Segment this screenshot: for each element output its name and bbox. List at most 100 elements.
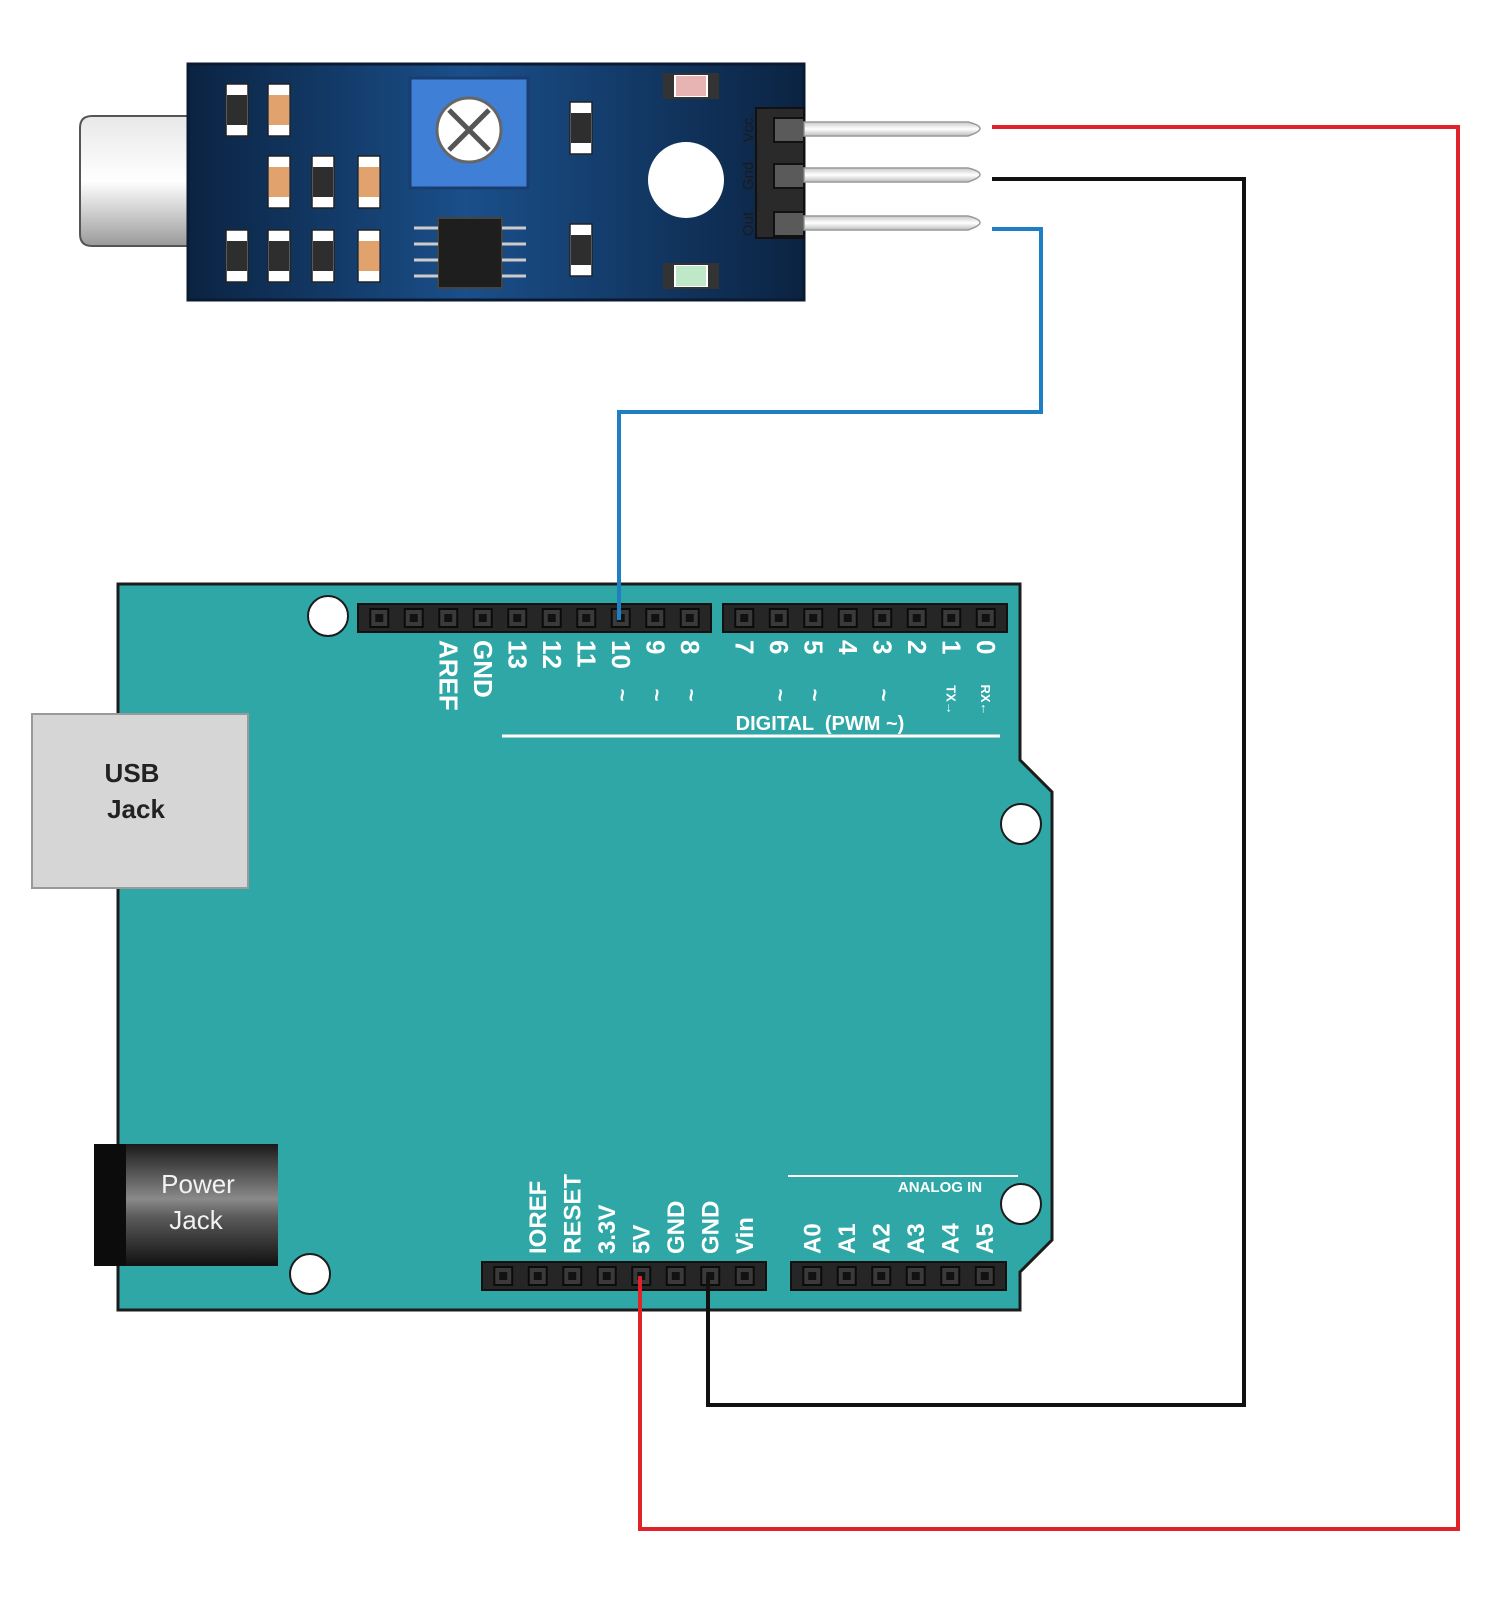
analog-header: [790, 1261, 1007, 1291]
pin-label-13: 13: [502, 640, 532, 669]
socket-hole: [582, 614, 591, 622]
socket-hole: [774, 614, 783, 622]
pwm-mark: ~: [768, 689, 793, 702]
wire-out-to-d10: [617, 227, 1043, 620]
pin-label-a2: A2: [868, 1223, 895, 1254]
socket-hole: [878, 614, 887, 622]
smd-body: [269, 95, 289, 125]
mounting-hole: [1000, 803, 1042, 845]
socket-hole: [375, 614, 384, 622]
smd-body: [359, 167, 379, 197]
header-strip: [481, 1261, 767, 1291]
socket-hole: [513, 614, 522, 622]
analog-caption: ANALOG IN: [898, 1179, 982, 1196]
pin-label-33v: 3.3V: [594, 1205, 621, 1254]
pin-label-d0: 0: [971, 640, 1001, 654]
pwm-mark: ~: [679, 689, 704, 702]
pin-label-a1: A1: [834, 1223, 861, 1254]
power-label-line2: Jack: [169, 1205, 223, 1235]
socket-hole: [877, 1272, 886, 1280]
socket-hole: [671, 1272, 680, 1280]
smd-body: [227, 241, 247, 271]
pwm-mark: ~: [644, 689, 669, 702]
digital-caption: DIGITAL (PWM ~): [736, 713, 905, 735]
pin-label-12: 12: [537, 640, 567, 669]
smd-body: [269, 241, 289, 271]
pin-vcc: [803, 121, 981, 137]
socket-hole: [409, 614, 418, 622]
smd-body: [359, 241, 379, 271]
usb-jack: USB Jack: [31, 713, 249, 889]
wires: [617, 125, 1460, 1531]
pin-label-d3: 3: [867, 640, 897, 654]
led-power: [663, 73, 719, 99]
socket-hole: [685, 614, 694, 622]
digital-header-left: [357, 603, 712, 633]
pin-label-d2: 2: [902, 640, 932, 654]
sensor-label-gnd: Gnd: [740, 162, 757, 190]
mounting-hole: [289, 1253, 331, 1295]
pwm-mark: ~: [802, 689, 827, 702]
socket-hole: [706, 1272, 715, 1280]
sensor-pin-header: Vcc Gnd Out: [740, 107, 981, 239]
socket-hole: [980, 1272, 989, 1280]
pin-label-d1: 1: [936, 640, 966, 654]
ic-chip: [414, 217, 526, 289]
pin-label-d7: 7: [729, 640, 759, 654]
smd-body: [313, 167, 333, 197]
socket-hole: [547, 614, 556, 622]
sensor-mounting-hole: [648, 142, 724, 218]
pin-label-gnd: GND: [697, 1201, 724, 1254]
sensor-label-out: Out: [740, 211, 757, 236]
pin-gnd: [803, 167, 981, 183]
led-signal: [663, 263, 719, 289]
pin-out: [803, 215, 981, 231]
usb-label-line2: Jack: [107, 794, 165, 824]
smd-body: [313, 241, 333, 271]
pin-label-11: 11: [571, 640, 601, 668]
mounting-hole: [307, 595, 349, 637]
power-label-line1: Power: [161, 1169, 235, 1199]
socket-hole: [842, 1272, 851, 1280]
usb-label-line1: USB: [105, 758, 160, 788]
rx-label: RX←: [978, 684, 993, 715]
sound-sensor-module: Vcc Gnd Out: [79, 62, 981, 302]
socket-hole: [651, 614, 660, 622]
smd-body: [571, 235, 591, 265]
header-strip: [722, 603, 1008, 633]
socket-hole: [912, 614, 921, 622]
socket-hole: [568, 1272, 577, 1280]
pin-label-a4: A4: [937, 1223, 964, 1254]
socket-hole: [533, 1272, 542, 1280]
socket-hole: [911, 1272, 920, 1280]
pin-label-a5: A5: [972, 1223, 999, 1254]
smd-body: [571, 113, 591, 143]
socket-hole: [740, 614, 749, 622]
socket-hole: [981, 614, 990, 622]
smd-body: [269, 167, 289, 197]
pin-label-d5: 5: [798, 640, 828, 654]
smd-body: [227, 95, 247, 125]
potentiometer: [408, 76, 530, 190]
wire-vcc-to-5v: [638, 125, 1460, 1531]
pin-label-a3: A3: [903, 1223, 930, 1254]
socket-hole: [843, 614, 852, 622]
pin-label-d6: 6: [764, 640, 794, 654]
pin-label-d4: 4: [833, 640, 863, 655]
mounting-hole: [1000, 1183, 1042, 1225]
board-outline: [116, 582, 1054, 1312]
pin-label-gnd: GND: [468, 640, 498, 698]
pin-label-ioref: IOREF: [525, 1181, 552, 1254]
socket-hole: [499, 1272, 508, 1280]
pin-label-10: 10: [606, 640, 636, 669]
pwm-mark: ~: [610, 689, 635, 702]
pin-label-vin: Vin: [732, 1217, 759, 1254]
sensor-label-vcc: Vcc: [740, 117, 757, 143]
socket-hole: [602, 1272, 611, 1280]
socket-hole: [946, 1272, 955, 1280]
power-header: [481, 1261, 767, 1291]
